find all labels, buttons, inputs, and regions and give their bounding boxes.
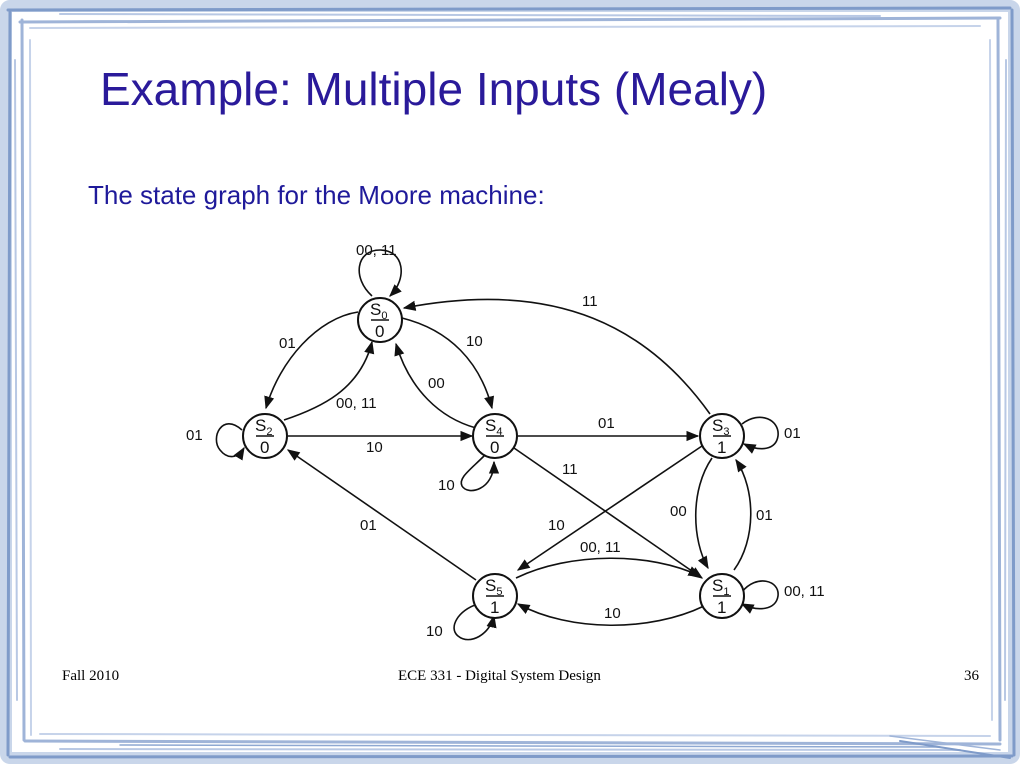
edge-s3-s0	[402, 298, 711, 415]
state-s1-output: 1	[717, 598, 726, 617]
svg-text:S5: S5	[485, 576, 502, 598]
label-s2-s0: 00, 11	[336, 395, 377, 412]
label-s4-s1: 11	[562, 461, 578, 478]
label-s4-s0: 00	[428, 375, 445, 392]
edge-s0-s0	[358, 249, 402, 297]
edge-s5-s1	[515, 557, 702, 579]
state-s5: S5 1	[485, 576, 504, 617]
label-s5-s1: 00, 11	[580, 539, 621, 556]
state-s4: S4 0	[485, 416, 504, 457]
edge-s2-s0	[283, 340, 375, 421]
svg-text:S2: S2	[255, 416, 272, 438]
edge-s0-s4	[401, 317, 495, 410]
label-s0-s4: 10	[466, 333, 483, 350]
label-s3-s3: 01	[784, 425, 801, 442]
state-s2: S2 0	[255, 416, 274, 457]
edge-s4-s4	[460, 455, 500, 492]
state-s1: S1 1	[712, 576, 731, 617]
label-s5-s2: 01	[360, 517, 377, 534]
edge-s0-s2	[264, 311, 359, 410]
label-s2-s2: 01	[186, 427, 203, 444]
label-s3-s0: 11	[582, 293, 598, 310]
footer-page-number: 36	[964, 668, 979, 684]
label-s4-s3: 01	[598, 415, 615, 432]
state-s0-output: 0	[375, 322, 384, 341]
edge-s3-s5	[516, 445, 703, 571]
label-s1-s3: 01	[756, 507, 773, 524]
state-s2-output: 0	[260, 438, 269, 457]
edge-s3-s1	[694, 457, 713, 570]
edge-s4-s0	[394, 342, 477, 429]
label-s3-s1: 00	[670, 503, 687, 520]
svg-text:S1: S1	[712, 576, 729, 598]
slide-subtitle: The state graph for the Moore machine:	[88, 180, 545, 210]
label-s5-s5: 10	[426, 623, 443, 640]
footer-date: Fall 2010	[62, 668, 120, 684]
edge-s3-s3	[741, 416, 779, 454]
svg-text:S3: S3	[712, 416, 729, 438]
state-s5-output: 1	[490, 598, 499, 617]
svg-text:S4: S4	[485, 416, 502, 438]
svg-text:S0: S0	[370, 300, 387, 322]
state-s3-output: 1	[717, 438, 726, 457]
edge-s2-s2	[215, 423, 245, 461]
slide-title: Example: Multiple Inputs (Mealy)	[100, 63, 768, 115]
label-s0-s2: 01	[279, 335, 296, 352]
edge-s4-s1	[513, 447, 704, 579]
footer-course: ECE 331 - Digital System Design	[398, 668, 601, 684]
label-s4-s4: 10	[438, 477, 455, 494]
label-s1-s5: 10	[604, 605, 621, 622]
edge-s5-s2	[286, 449, 477, 581]
edge-s1-s3	[733, 458, 752, 571]
edge-s5-s5	[453, 603, 497, 641]
edge-s1-s1	[740, 580, 779, 614]
edge-s1-s5	[516, 603, 705, 627]
state-s3: S3 1	[712, 416, 731, 457]
label-s2-s4: 10	[366, 439, 383, 456]
state-s0: S0 0	[370, 300, 389, 341]
label-s3-s5: 10	[548, 517, 565, 534]
label-s1-s1: 00, 11	[784, 583, 825, 600]
state-s4-output: 0	[490, 438, 499, 457]
label-s0-s0: 00, 11	[356, 242, 397, 259]
